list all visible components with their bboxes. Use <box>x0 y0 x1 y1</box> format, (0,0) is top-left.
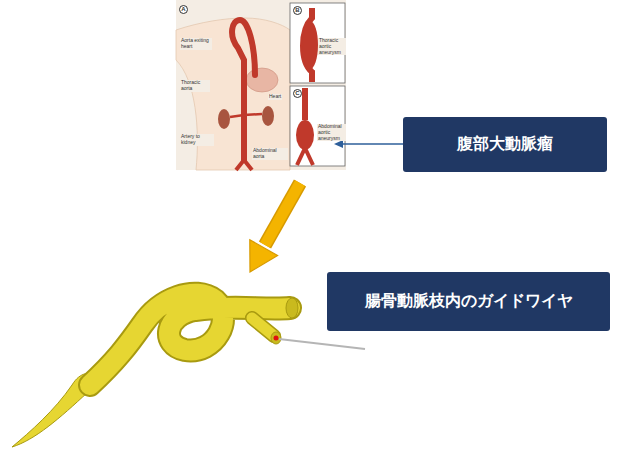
vessel-model <box>90 294 290 385</box>
callout-text: 腹部大動脈瘤 <box>457 134 553 155</box>
aorta-vessel <box>232 20 255 160</box>
vessel-model-edge <box>90 294 290 385</box>
anatomy-label: Heart <box>268 94 282 100</box>
vessel-opening <box>271 332 281 344</box>
inset-panel <box>290 86 345 166</box>
vessel-opening <box>286 298 298 318</box>
callout-text: 腸骨動脈枝内のガイドワイヤ <box>365 291 573 312</box>
callout-box: 腸骨動脈枝内のガイドワイヤ <box>327 272 610 331</box>
anatomy-label: Artery to kidney <box>180 134 214 146</box>
aneurysm-shape <box>296 120 314 150</box>
flow-arrowhead <box>250 240 278 272</box>
anatomy-label: Thoracic aortic aneurysm <box>318 38 346 55</box>
anatomy-label: Aorta exiting heart <box>180 38 212 50</box>
flow-arrow <box>265 183 300 245</box>
iliac-vessel <box>236 160 252 170</box>
aneurysm-shape <box>302 21 318 69</box>
anatomy-label: Thoracic aorta <box>180 80 210 92</box>
anatomy-label: Abdominal aorta <box>252 148 288 160</box>
renal-artery <box>230 114 262 117</box>
kidney-shape <box>262 106 274 126</box>
guidewire-tip <box>274 336 279 341</box>
flow-arrow-outline <box>265 183 300 245</box>
guidewire <box>279 339 365 349</box>
illustration-ground <box>176 0 346 170</box>
leader-line <box>342 143 403 145</box>
anatomy-label: Abdominal aortic aneurysm <box>317 124 346 141</box>
heart-shape <box>246 68 278 92</box>
iliac-vessel <box>297 148 313 165</box>
kidney-shape <box>218 109 230 129</box>
panel-letter: C <box>293 89 302 98</box>
inset-panel <box>290 3 345 83</box>
vessel-branch <box>252 318 274 336</box>
callout-box: 腹部大動脈瘤 <box>403 117 607 172</box>
panel-letter: B <box>293 6 302 15</box>
vessel-branch-edge <box>252 318 274 336</box>
aorta-vessel <box>302 88 308 120</box>
panel-letter: A <box>179 5 188 14</box>
body-silhouette <box>176 18 290 170</box>
